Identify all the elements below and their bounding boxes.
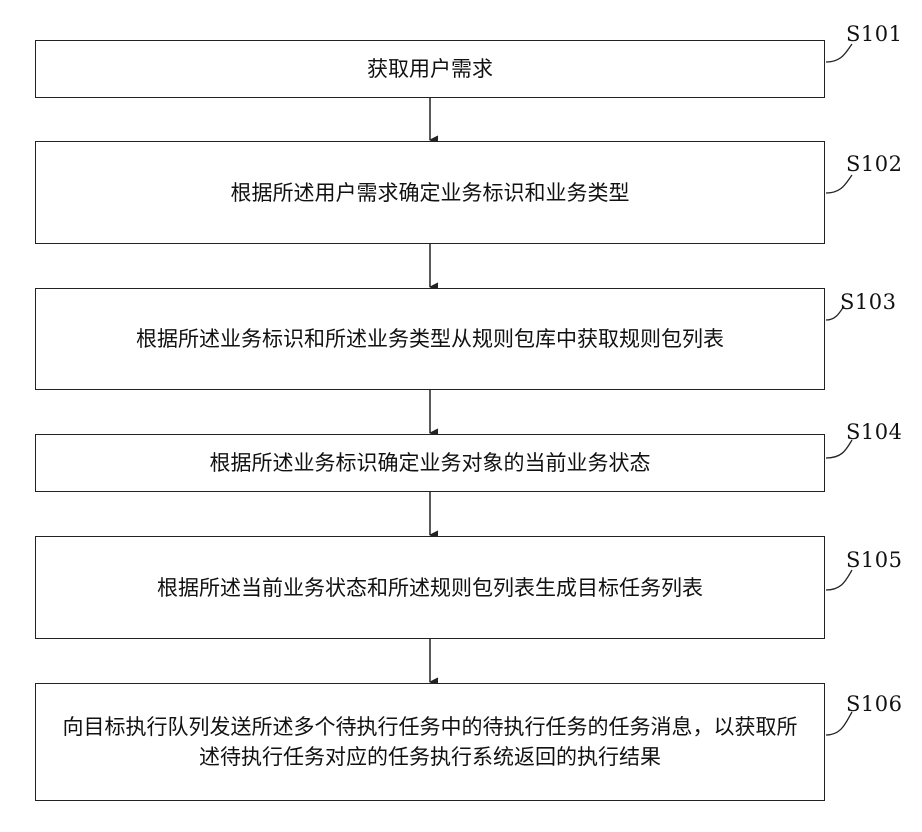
step-box-s104: 根据所述业务标识确定业务对象的当前业务状态	[35, 434, 825, 492]
step-text-s106: 向目标执行队列发送所述多个待执行任务中的待执行任务的任务消息，以获取所述待执行任…	[54, 712, 806, 772]
step-text-s101: 获取用户需求	[367, 54, 493, 84]
step-box-s101: 获取用户需求	[35, 40, 825, 98]
step-label-s102: S102	[846, 152, 902, 176]
leader-s102	[826, 175, 852, 193]
step-label-s101: S101	[846, 22, 902, 46]
step-text-s102: 根据所述用户需求确定业务标识和业务类型	[231, 178, 630, 208]
step-label-s103: S103	[840, 290, 896, 314]
step-box-s106: 向目标执行队列发送所述多个待执行任务中的待执行任务的任务消息，以获取所述待执行任…	[35, 683, 825, 801]
step-label-s106: S106	[846, 692, 902, 716]
step-box-s105: 根据所述当前业务状态和所述规则包列表生成目标任务列表	[35, 536, 825, 639]
step-label-s104: S104	[846, 420, 902, 444]
step-label-s105: S105	[846, 548, 902, 572]
leader-s105	[826, 570, 852, 590]
step-text-s105: 根据所述当前业务状态和所述规则包列表生成目标任务列表	[157, 573, 703, 603]
step-text-s103: 根据所述业务标识和所述业务类型从规则包库中获取规则包列表	[136, 324, 724, 354]
step-box-s102: 根据所述用户需求确定业务标识和业务类型	[35, 141, 825, 244]
step-box-s103: 根据所述业务标识和所述业务类型从规则包库中获取规则包列表	[35, 288, 825, 390]
step-text-s104: 根据所述业务标识确定业务对象的当前业务状态	[210, 448, 651, 478]
leader-s101	[826, 44, 852, 62]
